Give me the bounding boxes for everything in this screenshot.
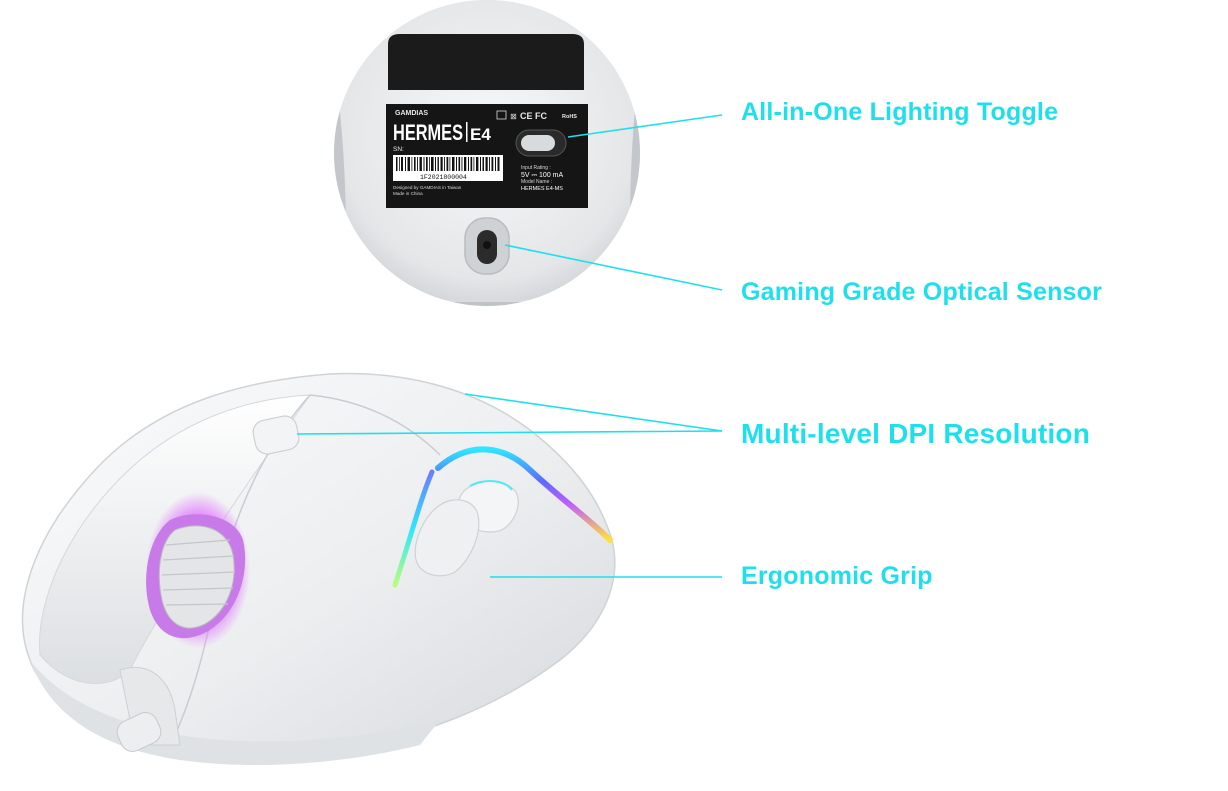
usb-cable-stub	[116, 712, 162, 752]
callout-ergonomic-grip: Ergonomic Grip	[741, 562, 933, 590]
leader-dpi-dpi-button	[296, 430, 723, 435]
rgb-light-strip	[435, 446, 613, 543]
side-button-back	[414, 499, 480, 577]
label-serial: 1F2021800004	[420, 174, 467, 181]
callout-dpi-resolution: Multi-level DPI Resolution	[741, 418, 1091, 449]
underside-side-right	[630, 40, 640, 300]
label-input-rating-label: Input Rating :	[521, 165, 551, 171]
barcode	[396, 157, 500, 171]
dpi-button	[252, 415, 300, 455]
mouse-perspective-view	[21, 372, 616, 765]
optical-sensor-eye	[483, 241, 491, 249]
scroll-wheel	[158, 525, 235, 629]
callout-lines	[296, 114, 723, 578]
callout-lighting-toggle: All-in-One Lighting Toggle	[741, 98, 1059, 126]
label-brand: GAMDIAS	[395, 110, 428, 117]
lighting-toggle-knob	[521, 135, 555, 151]
label-designed-by: Designed by GAMDIAS in Taiwan	[393, 185, 462, 190]
label-weee-icon: ⊠	[510, 112, 517, 121]
leader-lighting-toggle	[567, 114, 723, 138]
button-seam	[309, 394, 441, 456]
label-made-in: Made in China	[393, 191, 423, 196]
label-sn: SN:	[393, 146, 404, 153]
rgb-light-strip-lower	[392, 469, 435, 588]
underside-side-left	[334, 40, 346, 300]
side-button-glow	[469, 480, 513, 491]
callout-optical-sensor: Gaming Grade Optical Sensor	[741, 278, 1103, 306]
label-model-name-label: Model Name :	[521, 179, 552, 185]
underside-view: GAMDIAS HERMES E4 SN:	[334, 0, 640, 306]
leader-dpi-top	[464, 393, 723, 432]
label-variant: E4	[470, 125, 491, 144]
label-input-rating: 5V ⎓ 100 mA	[521, 172, 563, 179]
label-cert-marks: CE FC	[520, 111, 548, 121]
rear-skate-pad	[395, 302, 575, 306]
front-skate-pad	[388, 34, 584, 90]
scroll-wheel-ridges	[161, 539, 236, 606]
leader-optical-sensor	[504, 244, 723, 291]
label-model-name: HERMES E4-MS	[521, 186, 563, 192]
cert-mark-icon	[496, 110, 507, 120]
label-rohs: RoHS	[562, 114, 577, 120]
label-model: HERMES	[393, 120, 463, 145]
label-model-divider	[466, 122, 468, 142]
